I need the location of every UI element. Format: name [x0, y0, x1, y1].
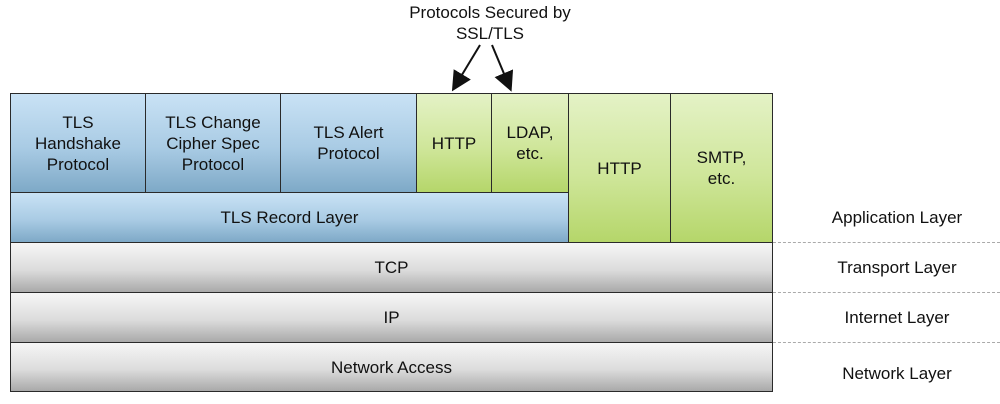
ip-layer: IP [10, 292, 773, 343]
secured-http: HTTP [416, 93, 492, 193]
separator-internet-network [773, 342, 1000, 343]
arrow-to-ldap [491, 44, 514, 92]
label-internet-layer: Internet Layer [844, 308, 950, 327]
unsecured-http: HTTP [568, 93, 671, 243]
unsecured-smtp: SMTP, etc. [670, 93, 773, 243]
tls-handshake-protocol: TLS Handshake Protocol [10, 93, 146, 193]
separator-transport-internet [773, 292, 1000, 293]
label-application-layer: Application Layer [831, 208, 963, 227]
tcp-layer: TCP [10, 242, 773, 293]
tls-record-layer: TLS Record Layer [10, 192, 569, 243]
separator-application-transport [773, 242, 1000, 243]
network-access-layer: Network Access [10, 342, 773, 392]
label-transport-layer: Transport Layer [837, 258, 957, 277]
diagram-title: Protocols Secured by SSL/TLS [409, 3, 571, 43]
arrow-to-http [451, 44, 481, 92]
tls-change-cipher-spec-protocol: TLS Change Cipher Spec Protocol [145, 93, 281, 193]
tls-alert-protocol: TLS Alert Protocol [280, 93, 417, 193]
secured-ldap: LDAP, etc. [491, 93, 569, 193]
label-network-layer: Network Layer [842, 364, 952, 383]
